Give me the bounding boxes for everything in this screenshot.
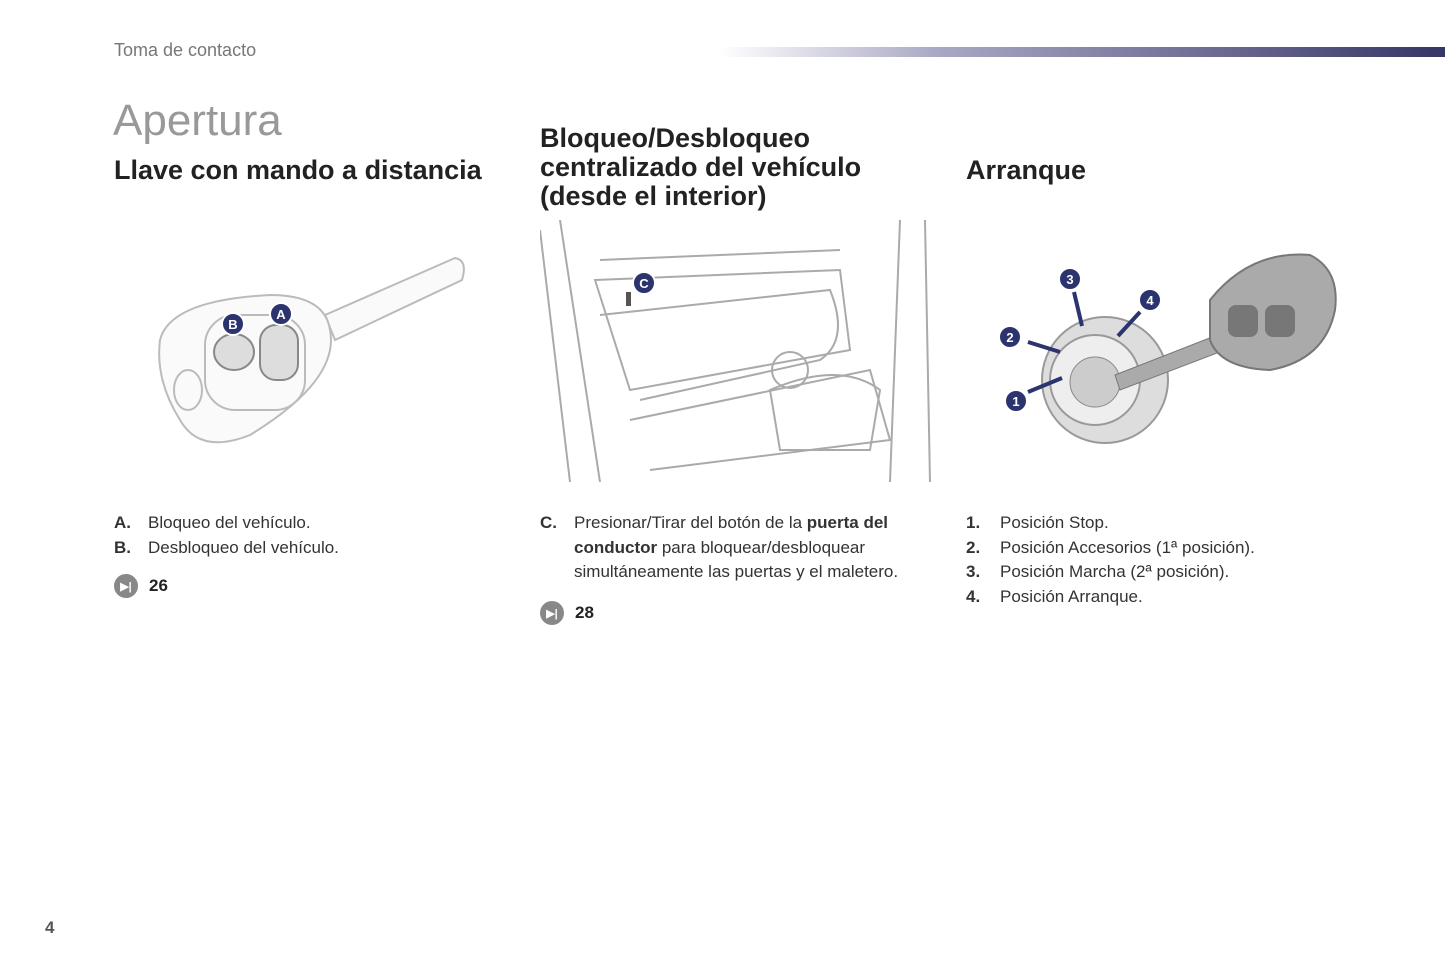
legend-item-4: 4.Posición Arranque.: [966, 586, 1143, 606]
ignition-legend: 1.Posición Stop. 2.Posición Accesorios (…: [966, 511, 1366, 609]
page-title: Apertura: [113, 96, 282, 145]
central-locking-legend: C.Presionar/Tirar del botón de la puerta…: [540, 511, 935, 585]
legend-item-b: B.Desbloqueo del vehículo.: [114, 537, 339, 557]
label-2: 2: [998, 325, 1022, 349]
section-header: Toma de contacto: [114, 40, 257, 60]
next-page-icon: ▶|: [114, 574, 138, 598]
label-4: 4: [1138, 288, 1162, 312]
page-reference-28[interactable]: ▶|28: [540, 601, 594, 625]
legend-item-1: 1.Posición Stop.: [966, 513, 1109, 532]
legend-item-2: 2.Posición Accesorios (1ª posición).: [966, 537, 1255, 557]
label-3: 3: [1058, 267, 1082, 291]
header-gradient-bar: [720, 47, 1445, 57]
remote-key-legend: A.Bloqueo del vehículo. B.Desbloqueo del…: [114, 511, 514, 560]
legend-item-c: C.Presionar/Tirar del botón de la puerta…: [540, 513, 899, 581]
page-number: 4: [45, 918, 55, 937]
label-a: A: [269, 302, 293, 326]
svg-text:C: C: [639, 276, 649, 291]
svg-text:2: 2: [1006, 330, 1013, 345]
heading-central-locking: Bloqueo/Desbloqueo centralizado del vehí…: [540, 123, 862, 211]
heading-remote-key: Llave con mando a distancia: [114, 155, 482, 185]
label-1: 1: [1004, 389, 1028, 413]
svg-text:1: 1: [1012, 394, 1019, 409]
ignition-illustration: 1 2 3 4: [998, 253, 1337, 444]
svg-text:3: 3: [1066, 272, 1073, 287]
label-c: C: [632, 271, 656, 295]
next-page-icon: ▶|: [540, 601, 564, 625]
legend-item-3: 3.Posición Marcha (2ª posición).: [966, 562, 1230, 581]
svg-text:B: B: [228, 317, 237, 332]
svg-text:4: 4: [1146, 293, 1154, 308]
heading-ignition: Arranque: [966, 155, 1087, 185]
remote-key-illustration: B A: [158, 256, 465, 444]
page-reference-26[interactable]: ▶|26: [114, 574, 168, 598]
legend-item-a: A.Bloqueo del vehículo.: [114, 513, 311, 532]
door-panel-illustration: C: [540, 220, 931, 482]
svg-text:A: A: [276, 307, 286, 322]
label-b: B: [221, 312, 245, 336]
